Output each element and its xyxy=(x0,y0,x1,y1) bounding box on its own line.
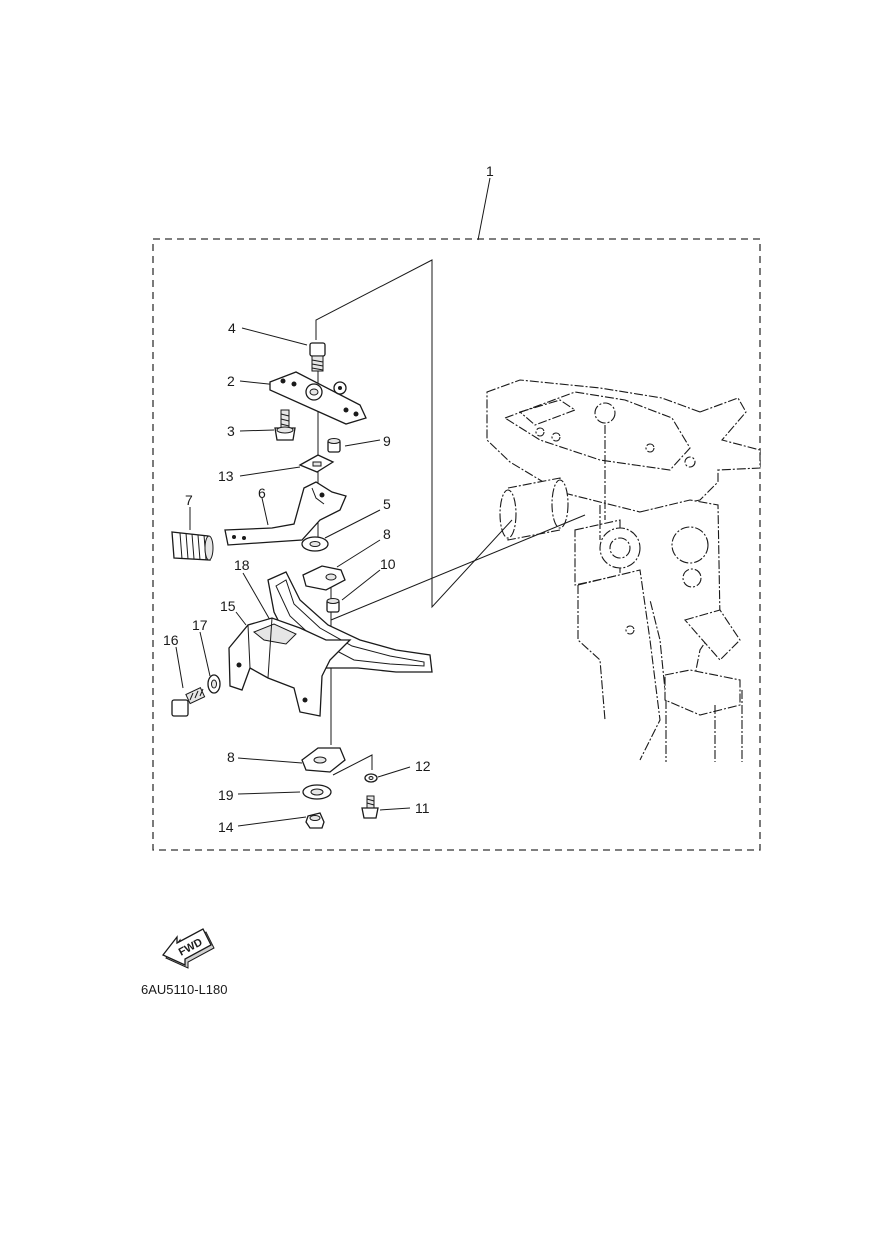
part-collar-10 xyxy=(326,598,340,613)
callout-4: 4 xyxy=(228,320,236,336)
fwd-arrow-icon: FWD xyxy=(161,928,215,969)
callout-14: 14 xyxy=(218,819,234,835)
part-bolt-16 xyxy=(171,687,206,717)
part-washer-13 xyxy=(298,454,335,473)
callout-8b: 8 xyxy=(227,749,235,765)
callout-15: 15 xyxy=(220,598,236,614)
callout-9: 9 xyxy=(383,433,391,449)
callout-16: 16 xyxy=(163,632,179,648)
part-link-6 xyxy=(224,481,347,546)
callout-labels: 1 2 3 4 5 6 7 8 8 9 10 11 12 13 14 15 16… xyxy=(163,163,494,835)
part-washer-5 xyxy=(301,536,329,552)
assembly-frame xyxy=(152,238,761,851)
part-washer-19 xyxy=(302,784,332,800)
part-washer-17 xyxy=(207,674,221,694)
part-screw-11 xyxy=(361,795,379,819)
callout-11: 11 xyxy=(415,800,430,816)
callout-13: 13 xyxy=(218,468,234,484)
part-plate-2 xyxy=(269,371,367,425)
ghost-bracket-assembly xyxy=(486,379,761,762)
callout-19: 19 xyxy=(218,787,234,803)
callout-18: 18 xyxy=(234,557,250,573)
callout-1: 1 xyxy=(486,163,494,179)
part-screw-3 xyxy=(274,409,296,441)
callout-7: 7 xyxy=(185,492,193,508)
callout-2: 2 xyxy=(227,373,235,389)
diagram-code: 6AU5110-L180 xyxy=(141,982,228,997)
part-bushing-8-lower xyxy=(301,747,346,773)
part-bushing-8-upper xyxy=(302,565,346,591)
callout-6: 6 xyxy=(258,485,266,501)
callout-10: 10 xyxy=(380,556,396,572)
callout-17: 17 xyxy=(192,617,208,633)
callout-8a: 8 xyxy=(383,526,391,542)
callout-3: 3 xyxy=(227,423,235,439)
callout-12: 12 xyxy=(415,758,431,774)
part-nut-14 xyxy=(305,812,325,829)
part-washer-12 xyxy=(364,773,378,783)
part-bolt-4 xyxy=(309,342,326,372)
part-collar-9 xyxy=(327,438,341,453)
part-grip-7 xyxy=(171,531,214,561)
part-bracket-15 xyxy=(228,617,352,717)
callout-5: 5 xyxy=(383,496,391,512)
